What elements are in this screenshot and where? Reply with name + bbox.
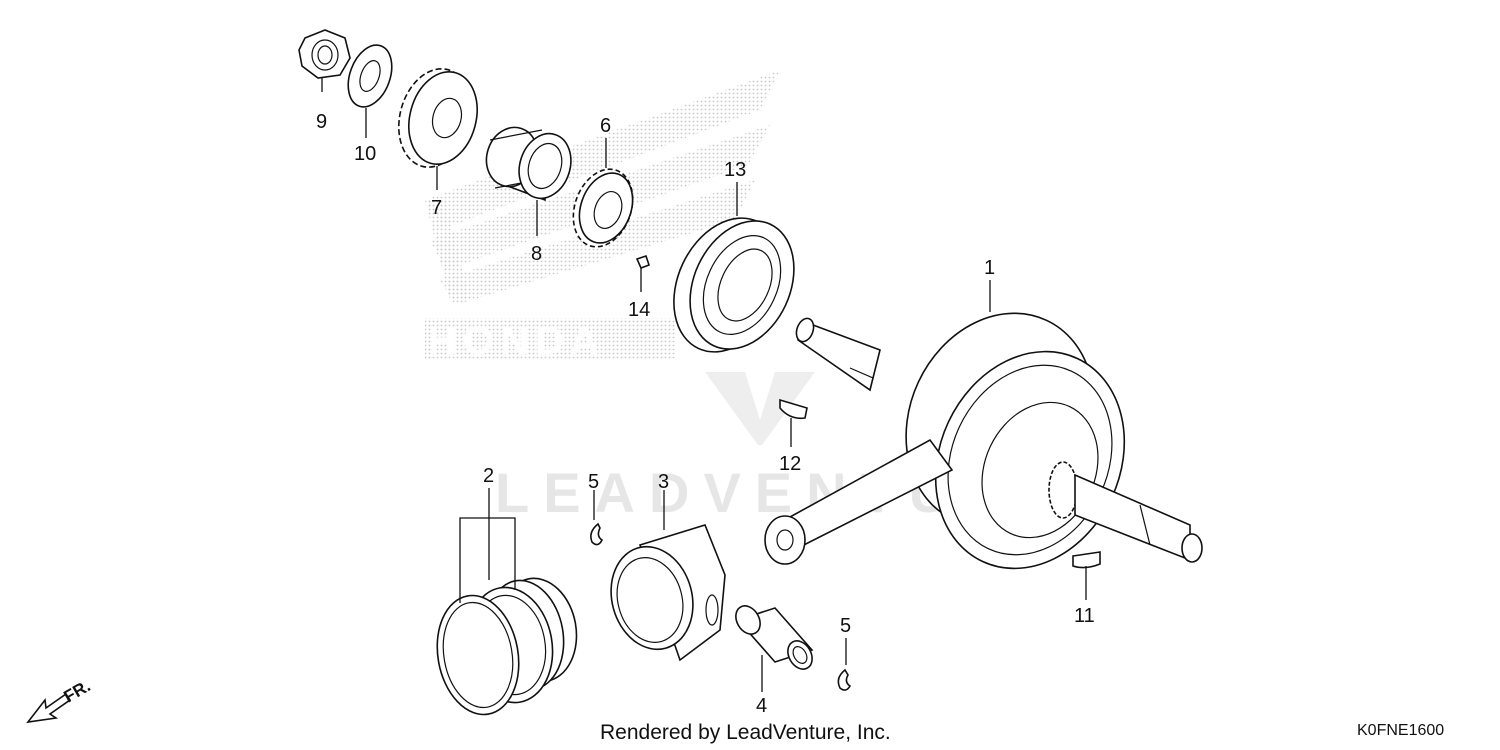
part-1-crankshaft[interactable]	[764, 282, 1203, 599]
callouts: 9 10 7 8 6 14 13 1 12 11 2 5 3 4 5	[316, 111, 1095, 717]
part-8-sleeve[interactable]	[479, 121, 579, 205]
callout-6[interactable]: 6	[600, 115, 611, 137]
callout-2[interactable]: 2	[483, 465, 494, 487]
callout-8[interactable]: 8	[531, 243, 542, 265]
honda-logo-text: HONDA	[428, 319, 605, 363]
footer-credit: Rendered by LeadVenture, Inc.	[600, 721, 891, 744]
diagram-code: K0FNE1600	[1357, 722, 1444, 739]
callout-4[interactable]: 4	[756, 695, 767, 717]
part-5-clip-upper[interactable]	[590, 522, 604, 546]
callout-13[interactable]: 13	[724, 159, 746, 181]
callout-5-upper[interactable]: 5	[588, 471, 599, 493]
callout-3[interactable]: 3	[658, 471, 669, 493]
part-4-piston-pin[interactable]	[731, 602, 817, 674]
callout-14[interactable]: 14	[628, 299, 650, 321]
leader-lines	[321, 78, 1087, 692]
callout-12[interactable]: 12	[779, 453, 801, 475]
part-12-woodruff-key[interactable]	[779, 398, 808, 420]
part-2-piston-rings[interactable]	[428, 572, 584, 721]
part-7-gear[interactable]	[388, 61, 487, 176]
part-11-woodruff-key[interactable]	[1072, 551, 1101, 569]
part-6-timing-gear[interactable]	[563, 161, 643, 255]
part-10-washer[interactable]	[340, 39, 399, 113]
part-5-clip-lower[interactable]	[837, 668, 852, 691]
callout-10[interactable]: 10	[354, 143, 376, 165]
callout-1[interactable]: 1	[984, 257, 995, 279]
front-arrow-icon	[26, 692, 72, 724]
callout-5-lower[interactable]: 5	[840, 615, 851, 637]
part-3-piston[interactable]	[600, 524, 726, 662]
callout-11[interactable]: 11	[1074, 605, 1095, 627]
part-14-key[interactable]	[635, 254, 651, 270]
front-direction-indicator: FR.	[26, 676, 94, 724]
callout-9[interactable]: 9	[316, 111, 327, 133]
callout-7[interactable]: 7	[431, 197, 442, 219]
part-13-bearing[interactable]	[653, 200, 814, 369]
part-9-flange-nut[interactable]	[298, 29, 351, 79]
